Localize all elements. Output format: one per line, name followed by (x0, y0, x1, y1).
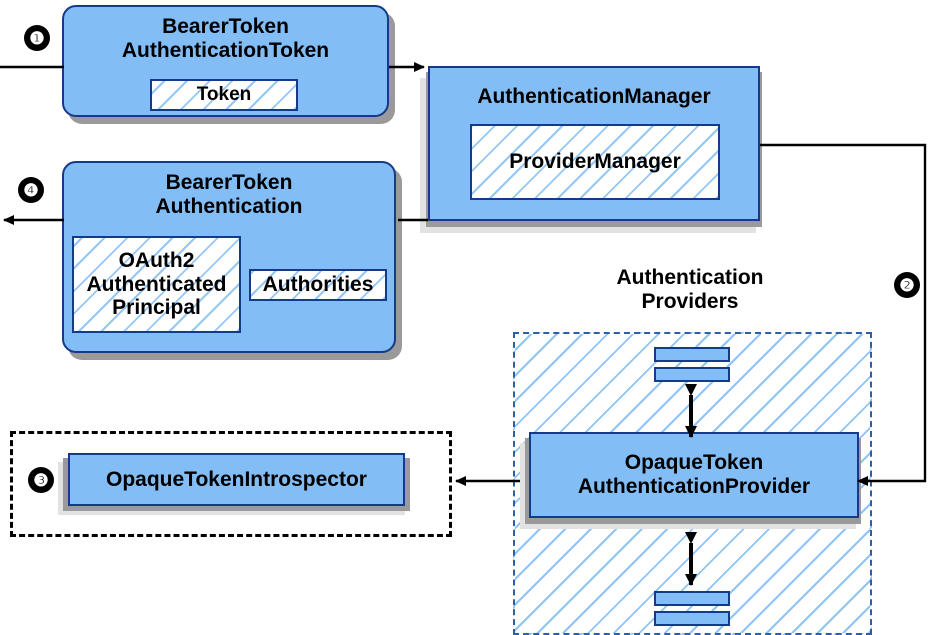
step-badge-1-label: ❶ (29, 28, 45, 48)
authentication-manager-label: AuthenticationManager (477, 85, 711, 108)
bearer-token-authentication-token-label-line2: AuthenticationToken (121, 38, 330, 62)
oauth2-authenticated-principal-inner-node[interactable]: OAuth2 Authenticated Principal (72, 236, 241, 333)
provider-stub-bottom-bar-1 (654, 591, 730, 606)
oauth2-principal-line2: Authenticated (86, 272, 227, 296)
bearer-token-authentication-token-label-line1: BearerToken (162, 15, 289, 38)
opaque-token-introspector-group (10, 431, 452, 537)
step-badge-2-label: ❷ (899, 275, 915, 295)
opaque-token-provider-label-line1: OpaqueToken (624, 451, 764, 475)
authentication-providers-title-line2: Providers (641, 289, 739, 313)
step-badge-4: ❹ (18, 177, 44, 203)
authentication-providers-title: Authentication Providers (560, 266, 820, 314)
step-badge-1: ❶ (24, 25, 50, 51)
provider-manager-inner-node[interactable]: ProviderManager (470, 124, 720, 200)
opaque-token-authentication-provider-node[interactable]: OpaqueToken AuthenticationProvider (529, 432, 859, 518)
bearer-token-authentication-label-line2: Authentication (155, 194, 303, 218)
provider-manager-label: ProviderManager (509, 150, 681, 174)
provider-stub-top-bar-2 (654, 367, 730, 382)
token-inner-node[interactable]: Token (150, 79, 298, 111)
provider-stub-bottom-bar-2 (654, 611, 730, 626)
bearer-token-authentication-label-line1: BearerToken (165, 171, 293, 194)
oauth2-principal-line3: Principal (112, 296, 201, 320)
opaque-token-provider-label-line2: AuthenticationProvider (577, 475, 811, 498)
step-badge-2: ❷ (894, 272, 920, 298)
step-badge-3: ❸ (28, 467, 54, 493)
opaque-token-introspector-node[interactable]: OpaqueTokenIntrospector (68, 453, 405, 506)
oauth2-principal-line1: OAuth2 (118, 249, 195, 273)
authorities-label: Authorities (262, 273, 374, 297)
token-inner-label: Token (196, 84, 252, 106)
step-badge-3-label: ❸ (33, 470, 49, 490)
step-badge-4-label: ❹ (23, 180, 39, 200)
authorities-inner-node[interactable]: Authorities (249, 269, 387, 301)
opaque-token-introspector-label: OpaqueTokenIntrospector (106, 467, 367, 491)
provider-stub-top-bar-1 (654, 347, 730, 362)
authentication-providers-title-line1: Authentication (616, 266, 764, 289)
